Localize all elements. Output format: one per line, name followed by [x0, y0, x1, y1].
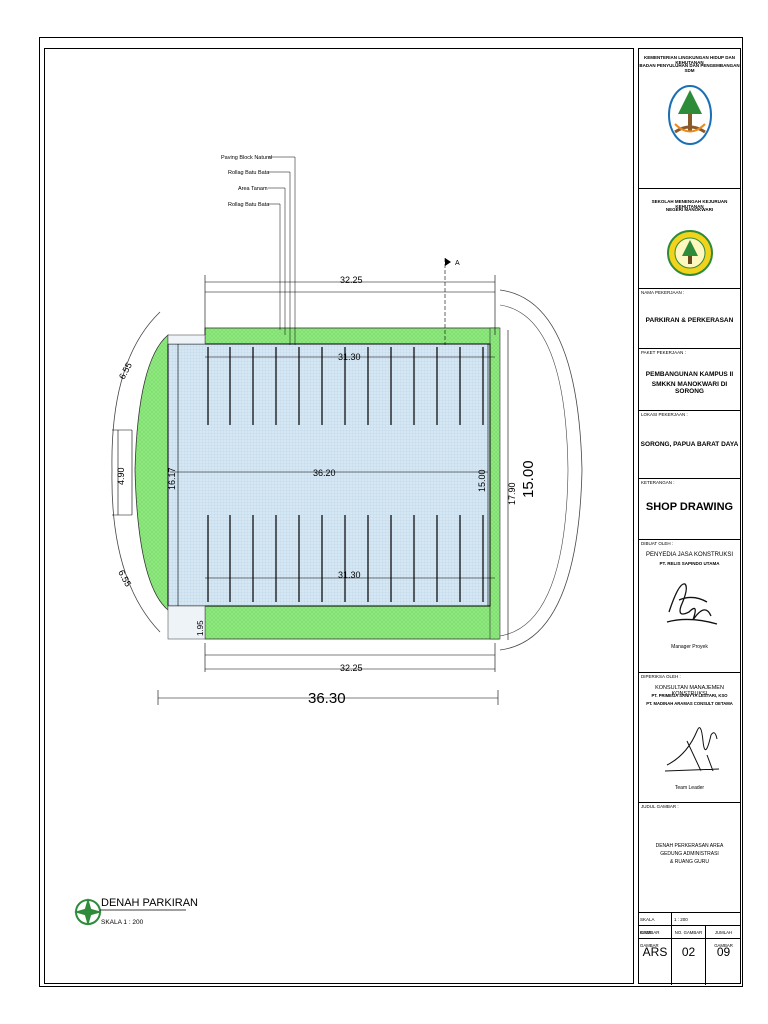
dim-bottom-inner: 31.30	[338, 570, 361, 580]
right-road-curve-inner	[499, 304, 569, 637]
dim-overall: 36.30	[308, 690, 346, 707]
paving-area	[167, 343, 491, 607]
drawing-title-label: JUDUL GAMBAR :	[641, 804, 679, 809]
dim-right-big: 15.00	[520, 460, 537, 498]
dim-left-arc-top: 6.55	[117, 361, 134, 381]
dim-right-inner: 15.00	[477, 469, 487, 492]
consultant: KONSULTAN MANAJEMEN KONSTRUKSI	[655, 685, 724, 697]
dim-top-inner: 31.30	[338, 352, 361, 362]
drawing-scale-text: SKALA 1 : 200	[101, 919, 144, 926]
school-section: SEKOLAH MENENGAH KEJURUAN KEHUTANAN NEGE…	[639, 189, 740, 289]
title-block: KEMENTERIAN LINGKUNGAN HIDUP DAN KEHUTAN…	[638, 48, 741, 985]
ministry-logo-icon	[668, 85, 712, 145]
annotation-leaders	[268, 156, 296, 345]
package-line-1: PEMBANGUNAN KAMPUS II	[645, 371, 734, 378]
contractor-name: PT. RELIS SAPINDO UTAMA	[659, 561, 720, 566]
code-label: KODE GAMBAR	[639, 926, 672, 948]
left-road-arc	[111, 311, 161, 633]
left-planting-area	[134, 334, 169, 611]
north-compass	[74, 898, 102, 926]
drawing-area	[44, 48, 634, 984]
work-name: PARKIRAN & PERKERASAN	[645, 317, 734, 324]
work-name-label: NAMA PEKERJAAN :	[641, 290, 685, 295]
annotation-area-tanam: Area Tanam	[238, 186, 268, 192]
location: SORONG, PAPUA BARAT DAYA	[640, 441, 739, 448]
drawing-total: 09	[716, 945, 731, 959]
right-planting-strip	[489, 327, 501, 640]
package-line-2: SMKKN MANOKWARI DI SORONG	[651, 381, 728, 395]
checked-by-section: DIPERIKSA OLEH : KONSULTAN MANAJEMEN KON…	[639, 673, 740, 803]
checked-by-label: DIPERIKSA OLEH :	[641, 674, 681, 679]
consultant-role: Team Leader	[674, 785, 705, 791]
work-name-section: NAMA PEKERJAAN : PARKIRAN & PERKERASAN	[639, 289, 740, 349]
dim-left-gap: 4.90	[116, 467, 126, 485]
drawing-sheet: KEMENTERIAN LINGKUNGAN HIDUP DAN KEHUTAN…	[39, 37, 743, 987]
top-planting-strip	[204, 327, 500, 345]
dim-left-corner: 1.95	[196, 620, 205, 636]
contractor: PENYEDIA JASA KONSTRUKSI	[645, 552, 734, 558]
section-marker: A	[444, 258, 460, 345]
ministry-line-2: BADAN PENYULUHAN DAN PENGEMBANGAN SDM	[639, 63, 740, 73]
annotation-paving-block: Paving Block Natural	[221, 155, 272, 161]
dim-top-outer: 32.25	[340, 275, 363, 285]
scale-label: SKALA GAMBAR	[639, 913, 672, 935]
made-by-label: DIBUAT OLEH :	[641, 541, 674, 546]
bottom-planting-strip	[204, 605, 500, 640]
ministry-section: KEMENTERIAN LINGKUNGAN HIDUP DAN KEHUTAN…	[639, 49, 740, 189]
notes-label: KETERANGAN :	[641, 480, 675, 485]
notes: SHOP DRAWING	[645, 501, 734, 513]
dim-left-arc-bottom: 6.55	[116, 568, 133, 588]
drawing-title-text: DENAH PARKIRAN	[101, 897, 198, 909]
total-label: JUMLAH GAMBAR	[714, 930, 733, 948]
dimension-lines	[112, 275, 509, 705]
school-line-2: NEGERI MANOKWARI	[665, 207, 714, 212]
left-corner-bottom	[167, 605, 206, 640]
contractor-role: Manager Proyek	[671, 644, 708, 650]
consultant-signature-icon	[664, 727, 720, 772]
drawing-number: 02	[672, 939, 706, 985]
dim-middle: 36.20	[313, 468, 336, 478]
school-logo-icon	[667, 230, 713, 276]
drawing-code: ARS	[639, 939, 672, 985]
made-by-section: DIBUAT OLEH : PENYEDIA JASA KONSTRUKSI P…	[639, 540, 740, 673]
bottom-parking-stalls	[207, 515, 484, 602]
package-section: PAKET PEKERJAAN : PEMBANGUNAN KAMPUS II …	[639, 349, 740, 411]
contractor-signature-icon	[666, 583, 718, 625]
location-section: LOKASI PEKERJAAN : SORONG, PAPUA BARAT D…	[639, 411, 740, 479]
drawing-title-line-2: GEDUNG ADMINISTRASI	[660, 851, 719, 857]
code-labels-row: KODE GAMBAR NO. GAMBAR JUMLAH GAMBAR	[639, 926, 740, 948]
top-parking-stalls	[207, 347, 484, 425]
dim-right-outer: 17.90	[507, 482, 517, 505]
drawing-title-line-1: DENAH PERKERASAN AREA	[655, 843, 724, 849]
drawing-title-section: JUDUL GAMBAR : DENAH PERKERASAN AREA GED…	[639, 803, 740, 913]
right-road-curve-outer	[499, 289, 583, 651]
consultant-name-1: PT. PRIMEGA SANIYYA LESTARI, KSO	[651, 693, 728, 698]
number-label: NO. GAMBAR	[672, 926, 706, 939]
drawing-title-line-3: & RUANG GURU	[670, 859, 709, 865]
scale-value: 1 : 200	[674, 917, 688, 922]
notes-section: KETERANGAN : SHOP DRAWING	[639, 479, 740, 540]
left-corner-top	[167, 334, 206, 345]
annotation-rollag-2: Rollag Batu Bata	[228, 202, 270, 208]
location-label: LOKASI PEKERJAAN :	[641, 412, 688, 417]
code-values-row: ARS 02 09	[639, 939, 740, 985]
section-marker-label: A	[455, 260, 460, 267]
dim-left-height: 16.17	[167, 467, 177, 490]
ministry-line-1: KEMENTERIAN LINGKUNGAN HIDUP DAN KEHUTAN…	[644, 55, 735, 65]
consultant-name-2: PT. MADINAH ARAMAS CONSULT OETAMA	[646, 701, 733, 706]
dim-bottom-outer: 32.25	[340, 663, 363, 673]
school-line-1: SEKOLAH MENENGAH KEJURUAN KEHUTANAN	[651, 199, 728, 209]
annotation-rollag-1: Rollag Batu Bata	[228, 170, 270, 176]
package-label: PAKET PEKERJAAN :	[641, 350, 686, 355]
scale-row: SKALA GAMBAR 1 : 200	[639, 913, 740, 935]
